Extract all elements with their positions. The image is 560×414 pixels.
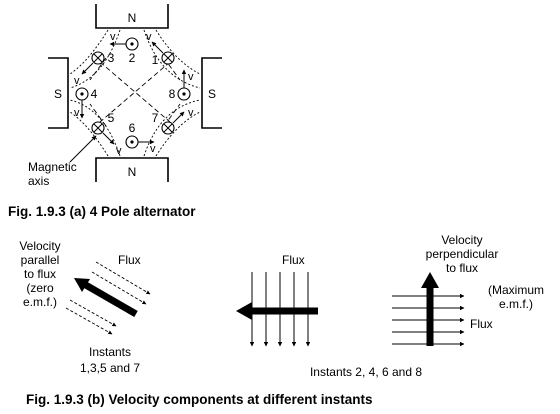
conductor-5: 5 <box>91 111 115 145</box>
v-label: v <box>188 107 194 119</box>
conductor-label-6: 6 <box>129 121 136 135</box>
v-label: v <box>110 31 116 43</box>
magnetic-axis-label-line2: axis <box>28 174 49 188</box>
conductor-3: 3 <box>81 51 115 75</box>
middle-flux-label: Flux <box>282 253 305 267</box>
magnetic-axis-pointer <box>69 135 97 163</box>
left-instants-line2: 1,3,5 and 7 <box>80 361 140 375</box>
four-pole-alternator-diagram: N N S S 2 <box>28 4 222 188</box>
velocity-perpendicular-diagram: Velocity perpendicular to flux (Maximum … <box>392 233 544 347</box>
middle-instants: Instants 2, 4, 6 and 8 <box>310 365 422 379</box>
pole-label-left: S <box>54 87 62 101</box>
right-velocity-line3: to flux <box>446 261 478 275</box>
caption-b: Fig. 1.9.3 (b) Velocity components at di… <box>26 392 373 407</box>
pole-right <box>201 57 222 129</box>
pole-label-bottom: N <box>128 165 137 179</box>
caption-a: Fig. 1.9.3 (a) 4 Pole alternator <box>8 204 196 219</box>
pole-left <box>48 57 69 129</box>
right-velocity-line2: perpendicular <box>426 247 499 261</box>
left-velocity-line2: parallel <box>21 253 60 267</box>
left-flux-label: Flux <box>118 253 141 267</box>
v-label: v <box>150 143 156 155</box>
conductor-7: 7 <box>152 111 185 135</box>
conductor-label-8: 8 <box>169 87 176 101</box>
flux-lines <box>69 29 201 157</box>
velocity-arrowhead-right <box>421 272 439 288</box>
v-label: v <box>74 75 80 87</box>
conductor-1: 1 <box>151 41 175 67</box>
velocity-arrowhead-left <box>74 278 90 292</box>
rotor-lines <box>89 57 181 127</box>
velocity-middle-diagram: Flux Instants 2, 4, 6 and 8 <box>236 253 422 379</box>
velocity-arrowhead-middle <box>236 302 252 320</box>
conductor-label-5: 5 <box>108 111 115 125</box>
v-label: v <box>188 71 194 83</box>
conductor-label-3: 3 <box>108 51 115 65</box>
v-label: v <box>116 145 122 157</box>
left-velocity-line4: (zero <box>26 281 54 295</box>
pole-bottom <box>95 157 169 182</box>
velocity-parallel-diagram: Velocity parallel to flux (zero e.m.f.) … <box>19 239 151 375</box>
conductor-label-7: 7 <box>152 111 159 125</box>
conductor-2: 2 <box>109 37 139 65</box>
conductor-label-1: 1 <box>152 53 159 67</box>
right-flux-label: Flux <box>470 317 493 331</box>
conductor-8: 8 <box>169 69 191 101</box>
pole-label-right: S <box>208 87 216 101</box>
conductor-label-2: 2 <box>129 51 136 65</box>
left-velocity-line5: e.m.f.) <box>23 295 57 309</box>
magnetic-axis-label-line1: Magnetic <box>28 160 77 174</box>
right-velocity-line1: Velocity <box>441 233 482 247</box>
left-velocity-line3: to flux <box>24 267 56 281</box>
right-max-line2: e.m.f.) <box>499 297 533 311</box>
velocity-labels: v v v v v v v v <box>74 31 194 157</box>
right-max-line1: (Maximum <box>488 283 544 297</box>
conductor-4: 4 <box>75 87 98 119</box>
conductor-label-4: 4 <box>91 87 98 101</box>
conductor-6: 6 <box>125 121 155 149</box>
left-instants-line1: Instants <box>89 345 131 359</box>
v-label: v <box>146 31 152 43</box>
left-velocity-line1: Velocity <box>19 239 60 253</box>
v-label: v <box>74 107 80 119</box>
pole-top <box>95 4 169 29</box>
pole-label-top: N <box>128 11 137 25</box>
